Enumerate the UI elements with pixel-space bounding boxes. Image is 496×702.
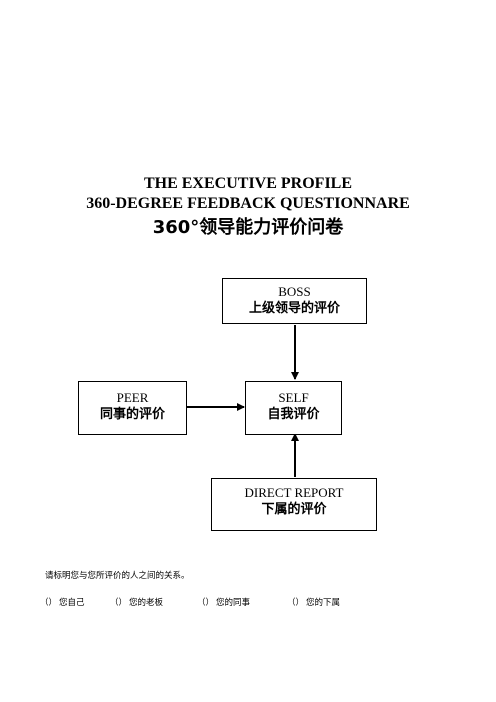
option-direct-report-label: 您的下属	[306, 598, 341, 608]
option-self[interactable]: （）您自己	[40, 597, 85, 609]
option-self-checkbox[interactable]: （）	[40, 598, 58, 608]
peer-label-en: PEER	[116, 390, 149, 405]
option-boss[interactable]: （）您的老板	[110, 597, 163, 609]
boss-box: BOSS 上级领导的评价	[222, 278, 367, 324]
direct-report-box: DIRECT REPORT 下属的评价	[211, 478, 377, 531]
direct-report-label-cn: 下属的评价	[261, 502, 327, 517]
option-self-label: 您自己	[59, 598, 85, 608]
option-direct-report[interactable]: （）您的下属	[287, 597, 340, 609]
peer-label-cn: 同事的评价	[99, 407, 165, 422]
self-box: SELF 自我评价	[245, 381, 342, 435]
title-chinese: 360°领导能力评价问卷	[152, 217, 344, 238]
option-boss-checkbox[interactable]: （）	[110, 598, 128, 608]
option-peer-label: 您的同事	[216, 598, 251, 608]
peer-box: PEER 同事的评价	[78, 381, 187, 435]
option-peer-checkbox[interactable]: （）	[197, 598, 215, 608]
direct-report-label-en: DIRECT REPORT	[244, 485, 344, 500]
relationship-instruction: 请标明您与您所评价的人之间的关系。	[45, 571, 190, 581]
option-peer[interactable]: （）您的同事	[197, 597, 250, 609]
boss-label-cn: 上级领导的评价	[248, 301, 340, 316]
boss-label-en: BOSS	[278, 284, 311, 299]
self-label-cn: 自我评价	[267, 407, 320, 422]
option-direct-report-checkbox[interactable]: （）	[287, 598, 305, 608]
self-label-en: SELF	[278, 390, 309, 405]
option-boss-label: 您的老板	[129, 598, 164, 608]
title-line-1: THE EXECUTIVE PROFILE	[143, 175, 353, 192]
title-line-2: 360-DEGREE FEEDBACK QUESTIONNARE	[86, 195, 410, 212]
